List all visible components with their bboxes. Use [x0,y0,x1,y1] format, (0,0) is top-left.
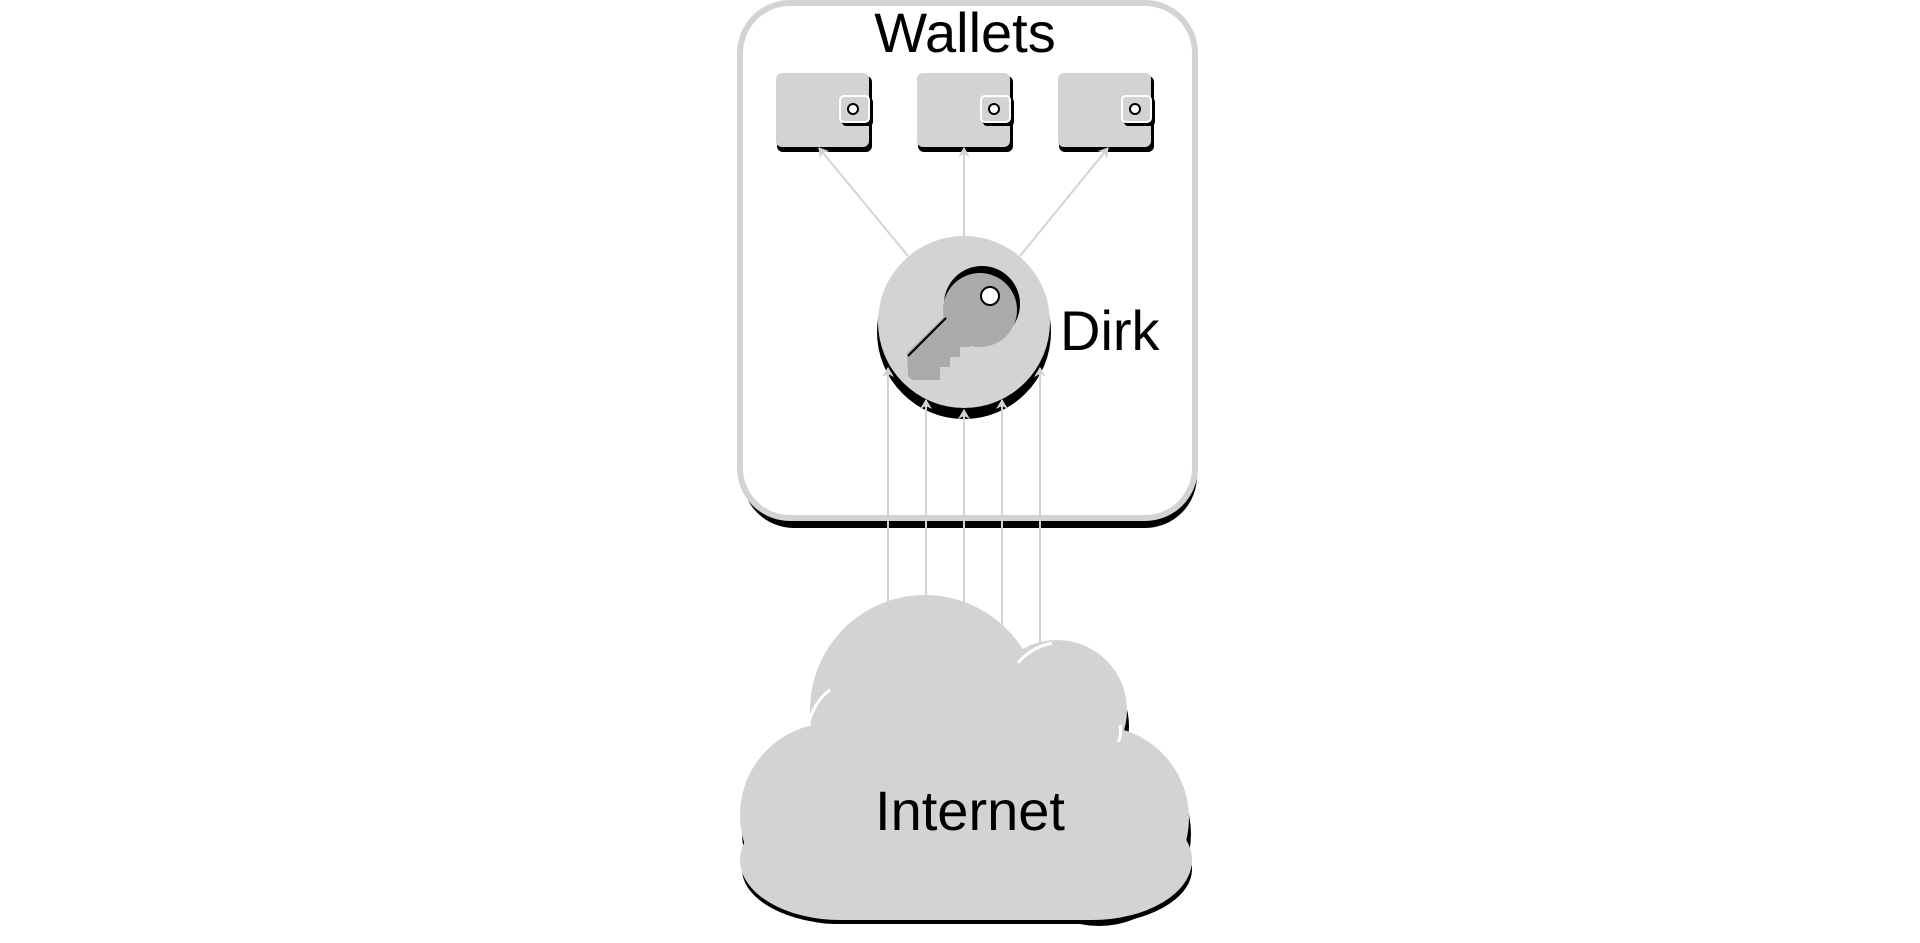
internet-cloud: Internet [740,595,1192,926]
arrow [818,147,909,257]
cloud-icon [740,595,1192,920]
internet-to-dirk-arrows [882,367,1046,650]
internet-label: Internet [875,779,1065,842]
wallets-container-label: Wallets [874,1,1056,64]
arrow [1019,147,1109,257]
wallet-icon [776,73,873,152]
key-icon [907,266,1020,380]
dirk-node: Dirk [877,236,1161,419]
dirk-to-wallet-arrows [818,147,1109,257]
dirk-label: Dirk [1060,299,1161,362]
wallet-icon [1058,73,1155,152]
wallet-icon [917,73,1014,152]
